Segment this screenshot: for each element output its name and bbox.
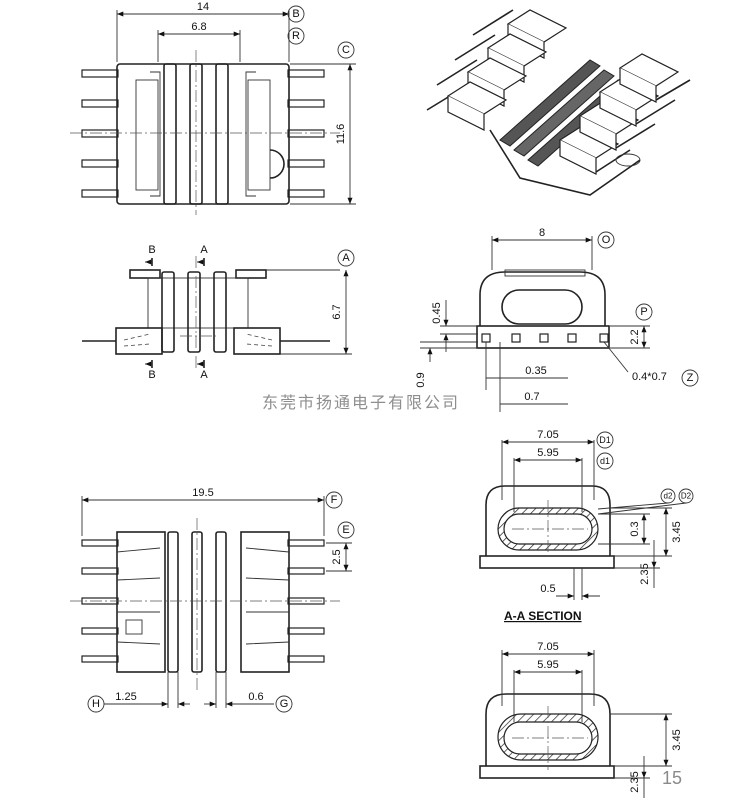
label-z-circle: Z [681, 369, 699, 387]
svg-text:Z: Z [687, 372, 694, 384]
label-d1-circle: D1 [596, 431, 614, 449]
iso-left-pins [426, 9, 568, 131]
dim-0-35: 0.35 [525, 365, 546, 377]
section-b-dim-2-35: 2.35 [629, 771, 641, 792]
section-a-dim-3-45: 3.45 [671, 521, 683, 542]
section-mark-a-top: A [200, 244, 208, 256]
svg-text:G: G [280, 698, 289, 710]
section-b-dim-3-45: 3.45 [671, 729, 683, 750]
section-a-dim-0-5: 0.5 [540, 583, 555, 595]
svg-text:d1: d1 [600, 456, 610, 466]
top-view: 14 6.8 11.6 B R C [70, 1, 356, 215]
section-a-dim-2-35: 2.35 [639, 563, 651, 584]
dim-0-6: 0.6 [248, 691, 263, 703]
dim-1-25: 1.25 [115, 691, 136, 703]
label-r-circle: R [287, 27, 305, 45]
end-view: 8 O 0.45 2.2 P 0.9 0.35 0.7 0.4*0.7 [415, 227, 699, 412]
page-number: 15 [662, 768, 682, 788]
section-b-dim-5-95: 5.95 [537, 659, 558, 671]
svg-text:D1: D1 [599, 435, 611, 445]
label-p-circle: P [635, 303, 653, 321]
label-d2-large-circle: D2 [678, 488, 694, 504]
dim-0-9: 0.9 [415, 372, 427, 387]
section-a-dim-0-3: 0.3 [629, 521, 641, 536]
svg-text:B: B [292, 8, 299, 20]
label-o-circle: O [597, 231, 615, 249]
svg-text:E: E [342, 524, 349, 536]
section-mark-b-top: B [148, 244, 155, 256]
section-mark-b-bottom: B [148, 369, 155, 381]
svg-text:A: A [342, 252, 350, 264]
watermark: 东莞市扬通电子有限公司 [262, 393, 460, 412]
section-b-dim-7-05: 7.05 [537, 641, 558, 653]
label-d2-circle: d2 [660, 488, 676, 504]
section-mark-a-bottom: A [200, 369, 208, 381]
section-a-title: A-A SECTION [504, 609, 582, 623]
dim-0-45: 0.45 [431, 302, 443, 323]
top-view-pins-right [287, 69, 325, 198]
dim-6-7: 6.7 [331, 304, 343, 319]
dim-0-7: 0.7 [524, 391, 539, 403]
label-h-circle: H [87, 695, 105, 713]
isometric-view [426, 9, 691, 196]
dim-2-2: 2.2 [629, 329, 641, 344]
section-a-view: 7.05 5.95 D1 d1 d2 D2 0.3 3.45 [479, 429, 694, 623]
top-view-body [116, 63, 290, 205]
top-view-pins-left [81, 69, 119, 198]
dim-pin-0-4x0-7: 0.4*0.7 [632, 371, 667, 383]
label-c-circle: C [337, 41, 355, 59]
section-b-view: 7.05 5.95 3.45 2.35 [479, 641, 683, 798]
bottom-view: 19.5 F 2.5 E 1.25 0.6 H G [70, 487, 355, 713]
dim-8: 8 [539, 227, 545, 239]
label-g-circle: G [275, 695, 293, 713]
svg-text:H: H [92, 698, 100, 710]
label-d1-small-circle: d1 [596, 452, 614, 470]
section-a-dim-7-05: 7.05 [537, 429, 558, 441]
section-a-dim-5-95: 5.95 [537, 447, 558, 459]
svg-text:P: P [640, 306, 647, 318]
svg-text:F: F [331, 494, 338, 506]
svg-text:R: R [292, 30, 300, 42]
label-f-circle: F [325, 491, 343, 509]
dim-11-6: 11.6 [335, 124, 347, 145]
iso-right-pins [558, 53, 691, 175]
svg-text:d2: d2 [664, 492, 673, 501]
front-view: B A B A 6.7 A [82, 244, 355, 381]
label-e-circle: E [337, 521, 355, 539]
svg-text:C: C [342, 44, 350, 56]
svg-text:D2: D2 [681, 492, 692, 501]
dim-19-5: 19.5 [192, 487, 213, 499]
svg-text:O: O [602, 234, 611, 246]
dim-14: 14 [197, 1, 209, 13]
end-view-pins [481, 333, 609, 343]
dim-2-5: 2.5 [331, 549, 343, 564]
label-a-circle: A [337, 249, 355, 267]
label-b-circle: B [287, 5, 305, 23]
dim-6-8: 6.8 [191, 21, 206, 33]
